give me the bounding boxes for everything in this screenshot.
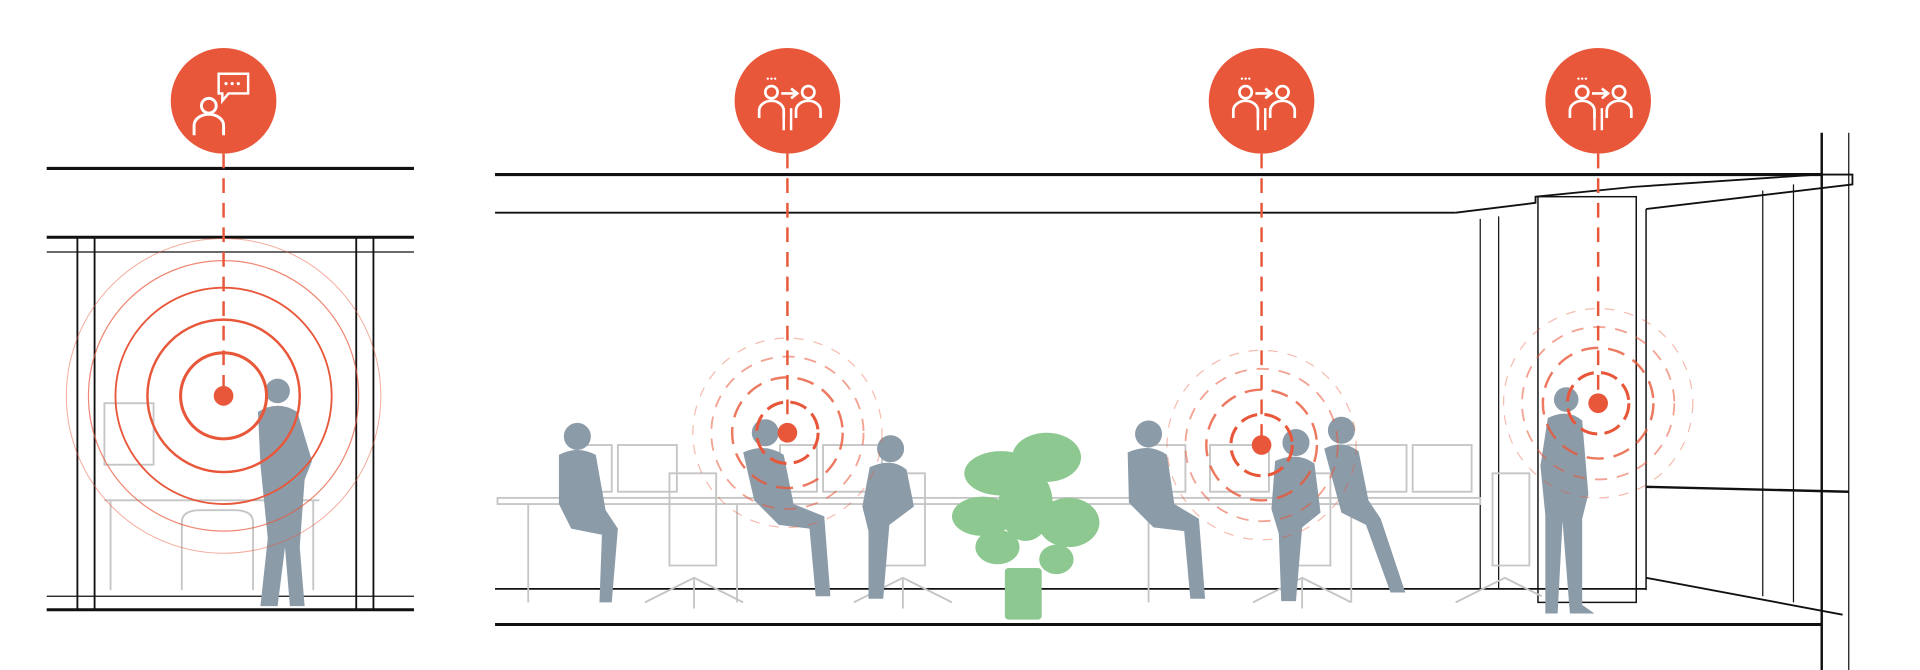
- sound-source-dot: [1251, 435, 1272, 455]
- solid-sound-rings-booth: [65, 238, 382, 554]
- people-exchange-icon: [1545, 47, 1651, 154]
- seated-person: [1127, 420, 1206, 599]
- sound-source-dot: [213, 386, 234, 406]
- leader-lines: [222, 153, 1600, 446]
- seated-person: [558, 422, 618, 603]
- sound-source-dot: [777, 422, 798, 443]
- seated-person: [862, 435, 914, 599]
- seated-person: [1271, 429, 1321, 602]
- person-speech-bubble-icon: [170, 47, 277, 154]
- people-silhouettes: [257, 378, 1595, 614]
- open-office-structure: [495, 132, 1854, 670]
- people-exchange-icon: [734, 47, 841, 154]
- desks-and-chairs: [103, 402, 1543, 609]
- standing-person-booth: [257, 378, 313, 607]
- sound-source-dot: [1588, 393, 1608, 414]
- standing-person-window: [1540, 387, 1595, 614]
- sound-source-dots: [213, 386, 1608, 455]
- potted-plant: [952, 432, 1100, 620]
- dashed-sound-rings: [692, 307, 1694, 541]
- left-booth-structure: [46, 166, 414, 612]
- seated-person: [1324, 416, 1406, 593]
- people-exchange-icon: [1208, 47, 1315, 154]
